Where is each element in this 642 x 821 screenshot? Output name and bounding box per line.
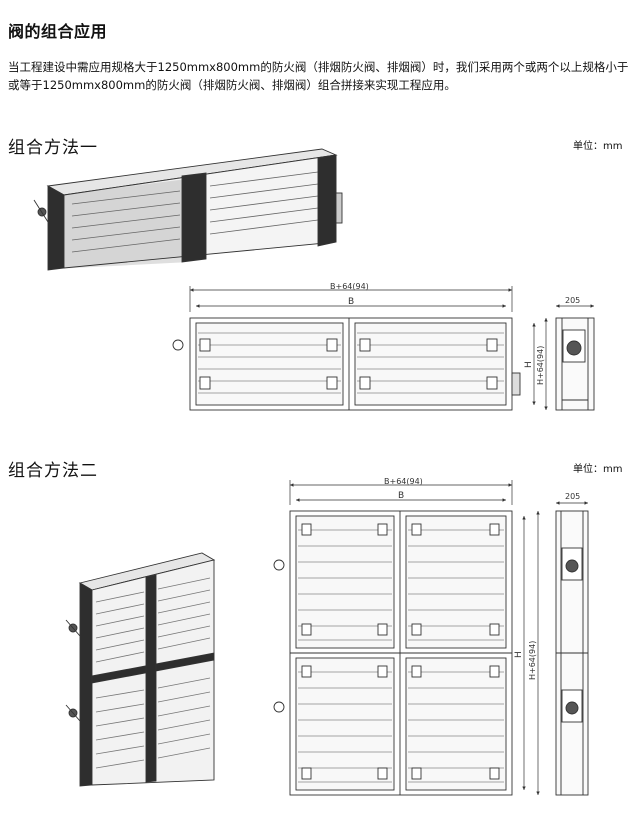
dim-outer-width-1: B+64(94) [330,282,369,291]
dim-outer-width-2: B+64(94) [384,477,423,486]
dimension-lines-2 [289,480,588,795]
side-view-1 [555,317,595,411]
dimension-lines-1 [189,286,594,410]
front-view-1 [172,317,521,411]
section-2-heading: 组合方法二 [8,461,98,481]
section-1-unit: 单位：mm [573,141,623,152]
dim-depth-1: 205 [565,296,580,305]
dim-outer-height-2: H+64(94) [528,641,537,680]
front-view-2 [273,510,513,796]
dim-width-2: B [398,491,404,501]
page-title: 阀的组合应用 [8,22,108,41]
isometric-damper-1 [33,148,343,271]
section-1-heading: 组合方法一 [8,138,98,158]
section-2-unit: 单位：mm [573,464,623,475]
isometric-damper-2 [65,552,216,787]
side-view-2 [555,510,589,796]
dim-height-1: H [524,361,534,368]
dim-height-2: H [514,651,524,658]
dim-depth-2: 205 [565,492,580,501]
dim-width-1: B [348,297,354,307]
dim-outer-height-1: H+64(94) [536,346,545,385]
intro-paragraph: 当工程建设中需应用规格大于1250mmx800mm的防火阀（排烟防火阀、排烟阀）… [8,60,629,92]
